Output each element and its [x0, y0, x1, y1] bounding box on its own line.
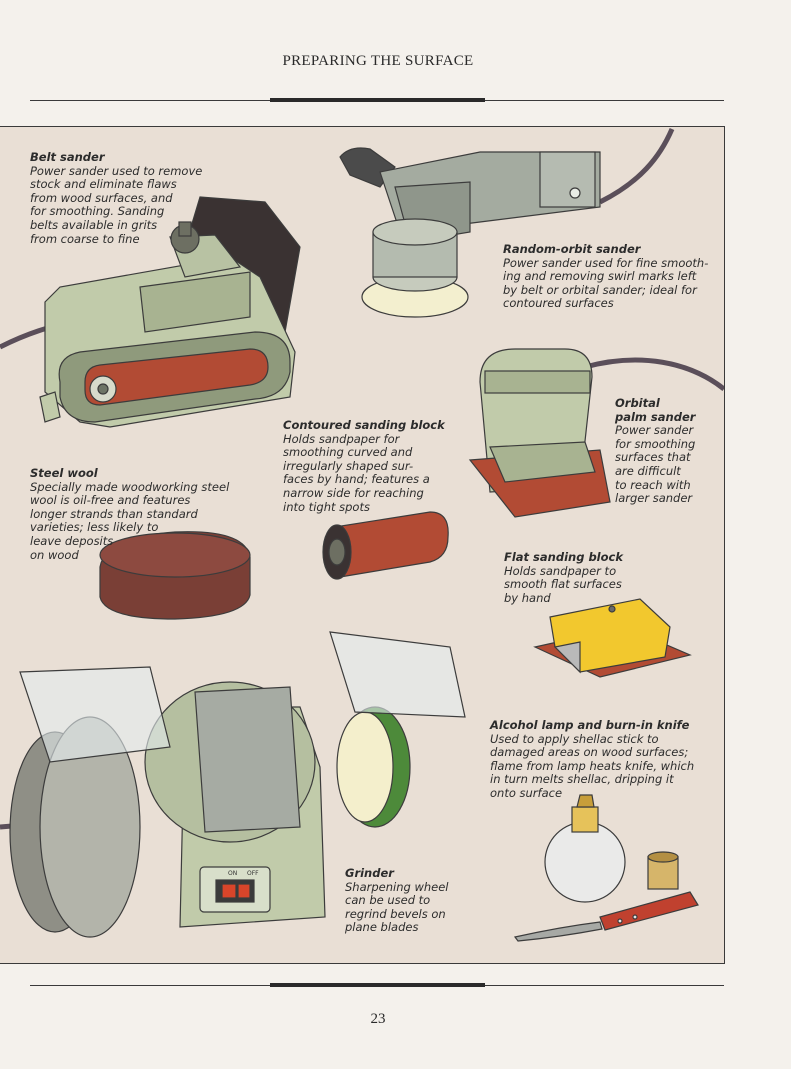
steel-wool-illustration — [99, 531, 251, 620]
contoured-sanding-block-description: Holds sandpaper for smoothing curved and… — [283, 431, 430, 514]
steel-wool-caption: Steel wool Specially made woodworking st… — [30, 466, 230, 562]
random-orbit-sander-description: Power sander used for fine smooth- ing a… — [503, 255, 709, 311]
random-orbit-sander-title: Random-orbit sander — [503, 242, 641, 256]
grinder-switch-off-label: OFF — [247, 870, 259, 877]
contoured-sanding-block-caption: Contoured sanding block Holds sandpaper … — [283, 418, 445, 514]
alcohol-lamp-description: Used to apply shellac stick to damaged a… — [490, 731, 695, 800]
belt-sander-title: Belt sander — [30, 150, 105, 164]
belt-sander-caption: Belt sander Power sander used to remove … — [30, 150, 203, 246]
orbital-palm-sander-title: Orbital palm sander — [615, 396, 696, 424]
grinder-title: Grinder — [345, 866, 394, 880]
alcohol-lamp-caption: Alcohol lamp and burn-in knife Used to a… — [490, 718, 695, 801]
belt-sander-illustration — [0, 196, 301, 428]
grinder-switch-on-label: ON — [228, 870, 237, 877]
contoured-sanding-block-title: Contoured sanding block — [283, 418, 445, 432]
grinder-illustration: ON OFF — [0, 631, 466, 938]
footer-rule-accent — [270, 983, 485, 987]
orbital-palm-sander-description: Power sander for smoothing surfaces that… — [615, 423, 696, 506]
grinder-caption: Grinder Sharpening wheel can be used to … — [345, 866, 449, 935]
page-number: 23 — [370, 1011, 386, 1027]
belt-sander-description: Power sander used to remove stock and el… — [30, 163, 203, 246]
flat-sanding-block-caption: Flat sanding block Holds sandpaper to sm… — [504, 550, 623, 605]
orbital-palm-sander-illustration — [468, 348, 724, 518]
burn-in-knife-illustration — [513, 891, 699, 942]
flat-sanding-block-illustration — [533, 598, 692, 678]
header-rule-accent — [270, 98, 485, 102]
steel-wool-title: Steel wool — [30, 466, 98, 480]
tools-illustration: ON OFF — [0, 128, 724, 942]
alcohol-lamp-illustration — [544, 794, 679, 903]
random-orbit-sander-caption: Random-orbit sander Power sander used fo… — [503, 242, 709, 311]
illustration-panel: ON OFF Belt sander Power sander used to … — [0, 126, 725, 964]
steel-wool-description: Specially made woodworking steel wool is… — [30, 479, 230, 562]
page-header-title: PREPARING THE SURFACE — [282, 53, 474, 69]
contoured-sanding-block-illustration — [322, 511, 449, 580]
orbital-palm-sander-caption: Orbital palm sander Power sander for smo… — [615, 396, 696, 506]
flat-sanding-block-description: Holds sandpaper to smooth flat surfaces … — [504, 563, 622, 605]
flat-sanding-block-title: Flat sanding block — [504, 550, 623, 564]
random-orbit-sander-illustration — [339, 128, 675, 318]
alcohol-lamp-title: Alcohol lamp and burn-in knife — [490, 718, 690, 732]
grinder-description: Sharpening wheel can be used to regrind … — [345, 879, 449, 935]
